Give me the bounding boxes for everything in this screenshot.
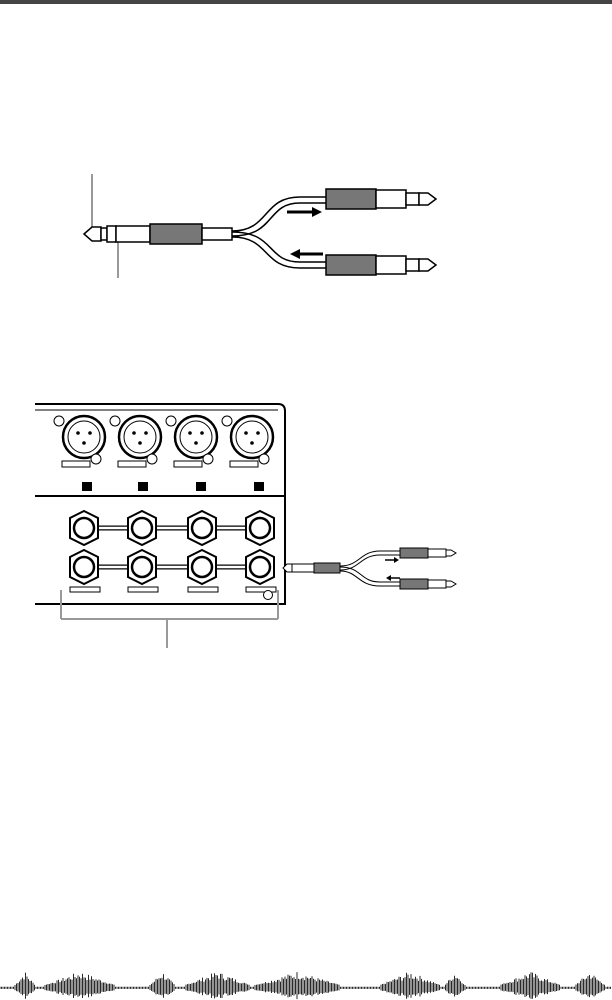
channel-marker-icons [82,482,264,491]
return-arrow-icon [290,249,323,259]
small-insert-cable [282,547,457,590]
xlr-input-1 [53,414,107,468]
return-ts-plug [325,254,438,276]
send-cable [231,196,326,232]
trs-plug [82,223,233,245]
panel-outline [35,403,286,605]
xlr-input-3 [165,414,219,468]
send-ts-plug [325,188,438,210]
header-rule [0,0,612,4]
xlr-input-4 [221,414,275,468]
jack-row-1 [69,509,275,547]
send-arrow-icon [287,207,322,217]
channel-bracket [60,590,279,648]
return-cable [231,231,326,263]
jack-row-2 [69,548,275,586]
insert-cable-diagram [82,174,438,278]
xlr-input-2 [109,414,163,468]
rear-panel-diagram [35,403,457,648]
jack-label-strips [69,586,277,600]
footer-waveform [0,972,611,1000]
